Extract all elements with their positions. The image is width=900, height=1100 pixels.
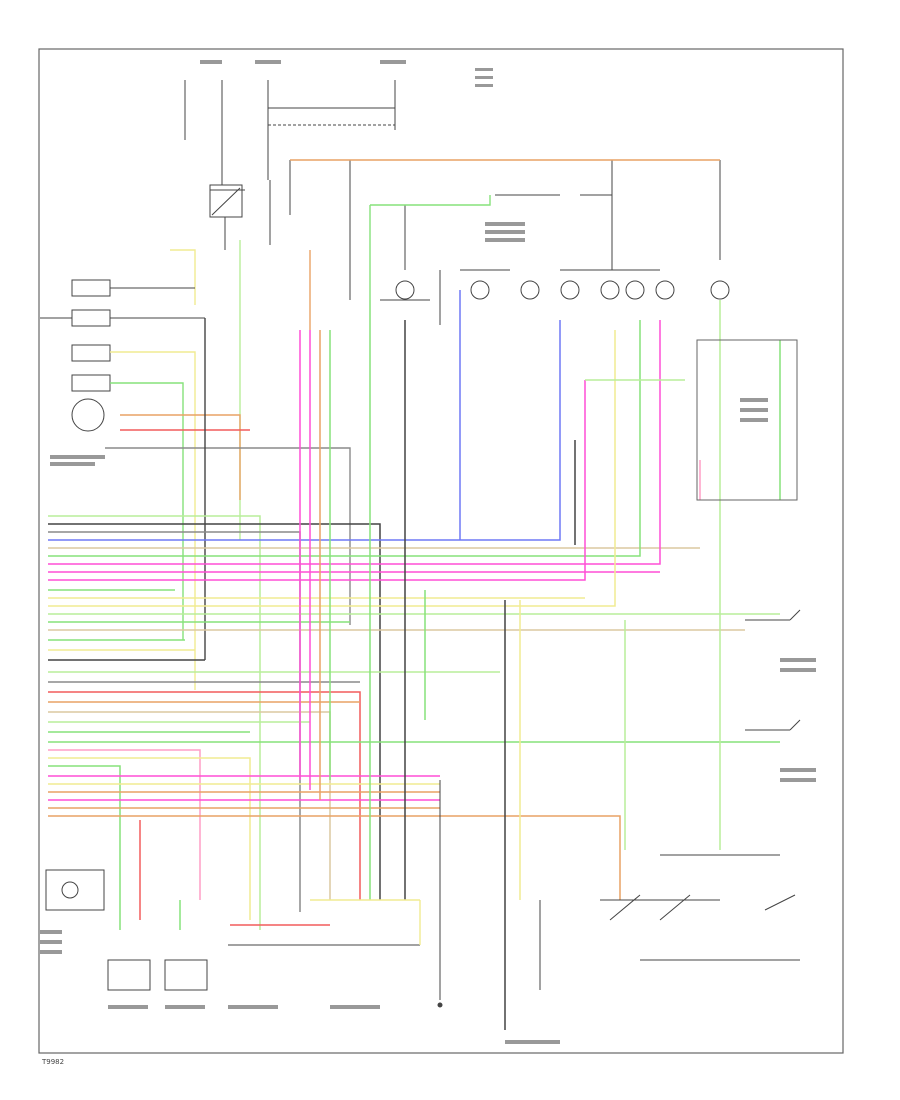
left-sensor-connectors <box>40 279 205 432</box>
bottom-colored-wires <box>230 899 421 945</box>
main-harness <box>48 320 780 930</box>
top-colored-wires <box>170 159 720 540</box>
vertical-trunks <box>139 290 781 1030</box>
left-sensor-wires <box>105 318 351 690</box>
footer-ref: T9982 <box>41 1058 64 1066</box>
top-fuse-section <box>184 80 721 325</box>
indicator-lamps <box>395 280 730 300</box>
right-control-module <box>539 339 801 990</box>
diagram-frame <box>38 48 844 1054</box>
bottom-connectors <box>45 780 443 1008</box>
label-marks <box>40 60 816 1044</box>
